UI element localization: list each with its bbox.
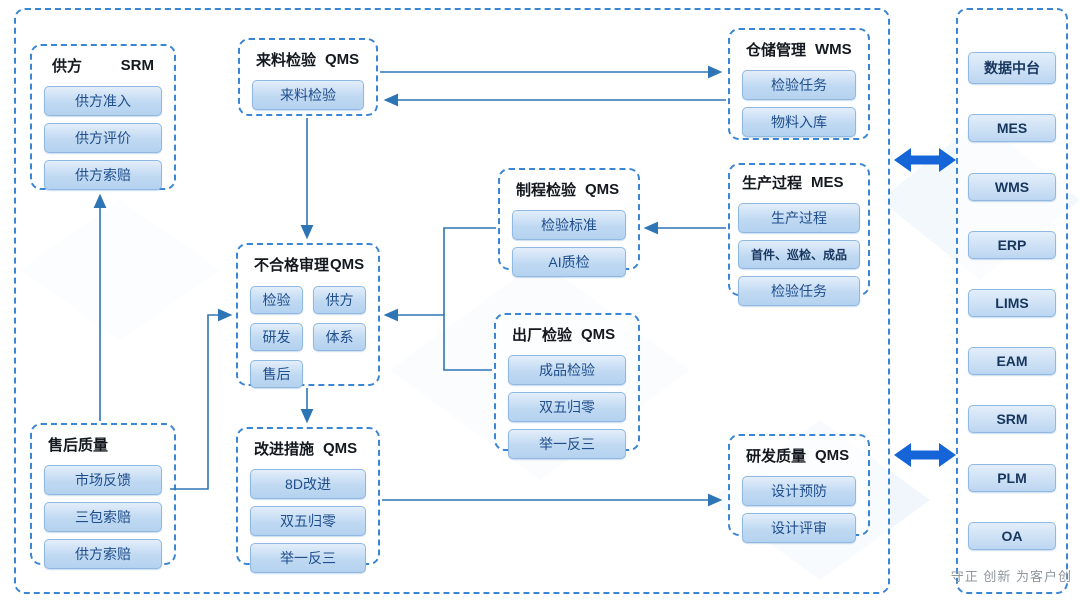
module-chip: 双五归零 [250, 506, 366, 536]
group-title-text: 生产过程 [742, 175, 803, 192]
corner-watermark-text: 守正 创新 为客户创 [950, 569, 1072, 584]
module-chip: 来料检验 [252, 80, 364, 110]
module-chip: 物料入库 [742, 107, 856, 137]
module-chip: AI质检 [512, 247, 626, 277]
group-process-inspection: 制程检验 QMS 检验标准 AI质检 [498, 168, 640, 277]
group-title: 仓储管理 WMS [742, 36, 856, 63]
group-title-text: 制程检验 [516, 182, 577, 199]
module-chip: 研发 [250, 323, 303, 351]
group-tag: QMS [585, 181, 620, 198]
group-supplier-srm: 供方 SRM 供方准入 供方评价 供方索赔 [30, 44, 176, 190]
system-chip: OA [968, 521, 1056, 550]
group-tag: QMS [325, 51, 360, 68]
group-tag: WMS [815, 41, 852, 58]
group-tag: QMS [330, 256, 365, 273]
group-title: 供方 SRM [44, 52, 162, 79]
module-chip: 检验任务 [742, 70, 856, 100]
module-chip: 双五归零 [508, 392, 626, 422]
module-chip: 检验任务 [738, 276, 860, 306]
module-chip: 供方准入 [44, 86, 162, 116]
group-outgoing-inspection: 出厂检验 QMS 成品检验 双五归零 举一反三 [494, 313, 640, 459]
group-tag: QMS [323, 440, 358, 457]
system-chip: WMS [968, 172, 1056, 201]
module-chip: 成品检验 [508, 355, 626, 385]
module-chip: 市场反馈 [44, 465, 162, 495]
system-chip: MES [968, 114, 1056, 143]
module-chip: 售后 [250, 360, 303, 388]
module-chip: 检验标准 [512, 210, 626, 240]
group-title-text: 售后质量 [48, 437, 109, 454]
group-rd-quality: 研发质量 QMS 设计预防 设计评审 [728, 434, 870, 543]
group-title-text: 仓储管理 [746, 42, 807, 59]
module-chip: 供方索赔 [44, 160, 162, 190]
group-nonconforming-review: 不合格审理 QMS 检验 供方 研发 体系 售后 [236, 243, 380, 388]
module-chip: 检验 [250, 286, 303, 314]
group-title-text: 来料检验 [256, 52, 317, 69]
system-chip: PLM [968, 463, 1056, 492]
module-chip: 体系 [313, 323, 366, 351]
group-aftersales-quality: 售后质量 市场反馈 三包索赔 供方索赔 [30, 423, 176, 569]
group-title: 售后质量 [44, 431, 121, 458]
module-chip: 设计评审 [742, 513, 856, 543]
group-tag: SRM [120, 57, 154, 74]
group-title-text: 出厂检验 [512, 327, 573, 344]
module-chip: 举一反三 [508, 429, 626, 459]
system-chip: SRM [968, 405, 1056, 434]
integrated-systems-panel: 数据中台 MES WMS ERP LIMS EAM SRM PLM OA [956, 8, 1068, 594]
group-title: 改进措施 QMS [250, 435, 361, 462]
nonconforming-chip-grid: 检验 供方 研发 体系 售后 [250, 286, 366, 388]
system-chip: 数据中台 [968, 52, 1056, 85]
module-chip: 设计预防 [742, 476, 856, 506]
group-title-text: 供方 [52, 58, 83, 75]
group-title: 制程检验 QMS [512, 176, 623, 203]
group-title: 出厂检验 QMS [508, 321, 619, 348]
system-chip: LIMS [968, 288, 1056, 317]
system-chip: EAM [968, 347, 1056, 376]
module-chip: 8D改进 [250, 469, 366, 499]
group-incoming-inspection: 来料检验 QMS 来料检验 [238, 38, 378, 116]
group-title: 生产过程 MES [738, 169, 848, 196]
module-chip: 供方 [313, 286, 366, 314]
module-chip: 供方索赔 [44, 539, 162, 569]
group-title: 来料检验 QMS [252, 46, 363, 73]
module-chip: 首件、巡检、成品 [738, 240, 860, 269]
group-tag: MES [811, 174, 844, 191]
group-title-text: 改进措施 [254, 441, 315, 458]
group-production-mes: 生产过程 MES 生产过程 首件、巡检、成品 检验任务 [728, 163, 870, 306]
group-title: 研发质量 QMS [742, 442, 853, 469]
group-tag: QMS [581, 326, 616, 343]
group-warehouse-wms: 仓储管理 WMS 检验任务 物料入库 [728, 28, 870, 140]
group-title-text: 不合格审理 [254, 257, 330, 274]
group-title-text: 研发质量 [746, 448, 807, 465]
module-chip: 举一反三 [250, 543, 366, 573]
group-title: 不合格审理 QMS [250, 251, 368, 278]
module-chip: 生产过程 [738, 203, 860, 233]
group-improvement-measures: 改进措施 QMS 8D改进 双五归零 举一反三 [236, 427, 380, 573]
group-tag: QMS [815, 447, 850, 464]
module-chip: 三包索赔 [44, 502, 162, 532]
system-chip: ERP [968, 230, 1056, 259]
module-chip: 供方评价 [44, 123, 162, 153]
